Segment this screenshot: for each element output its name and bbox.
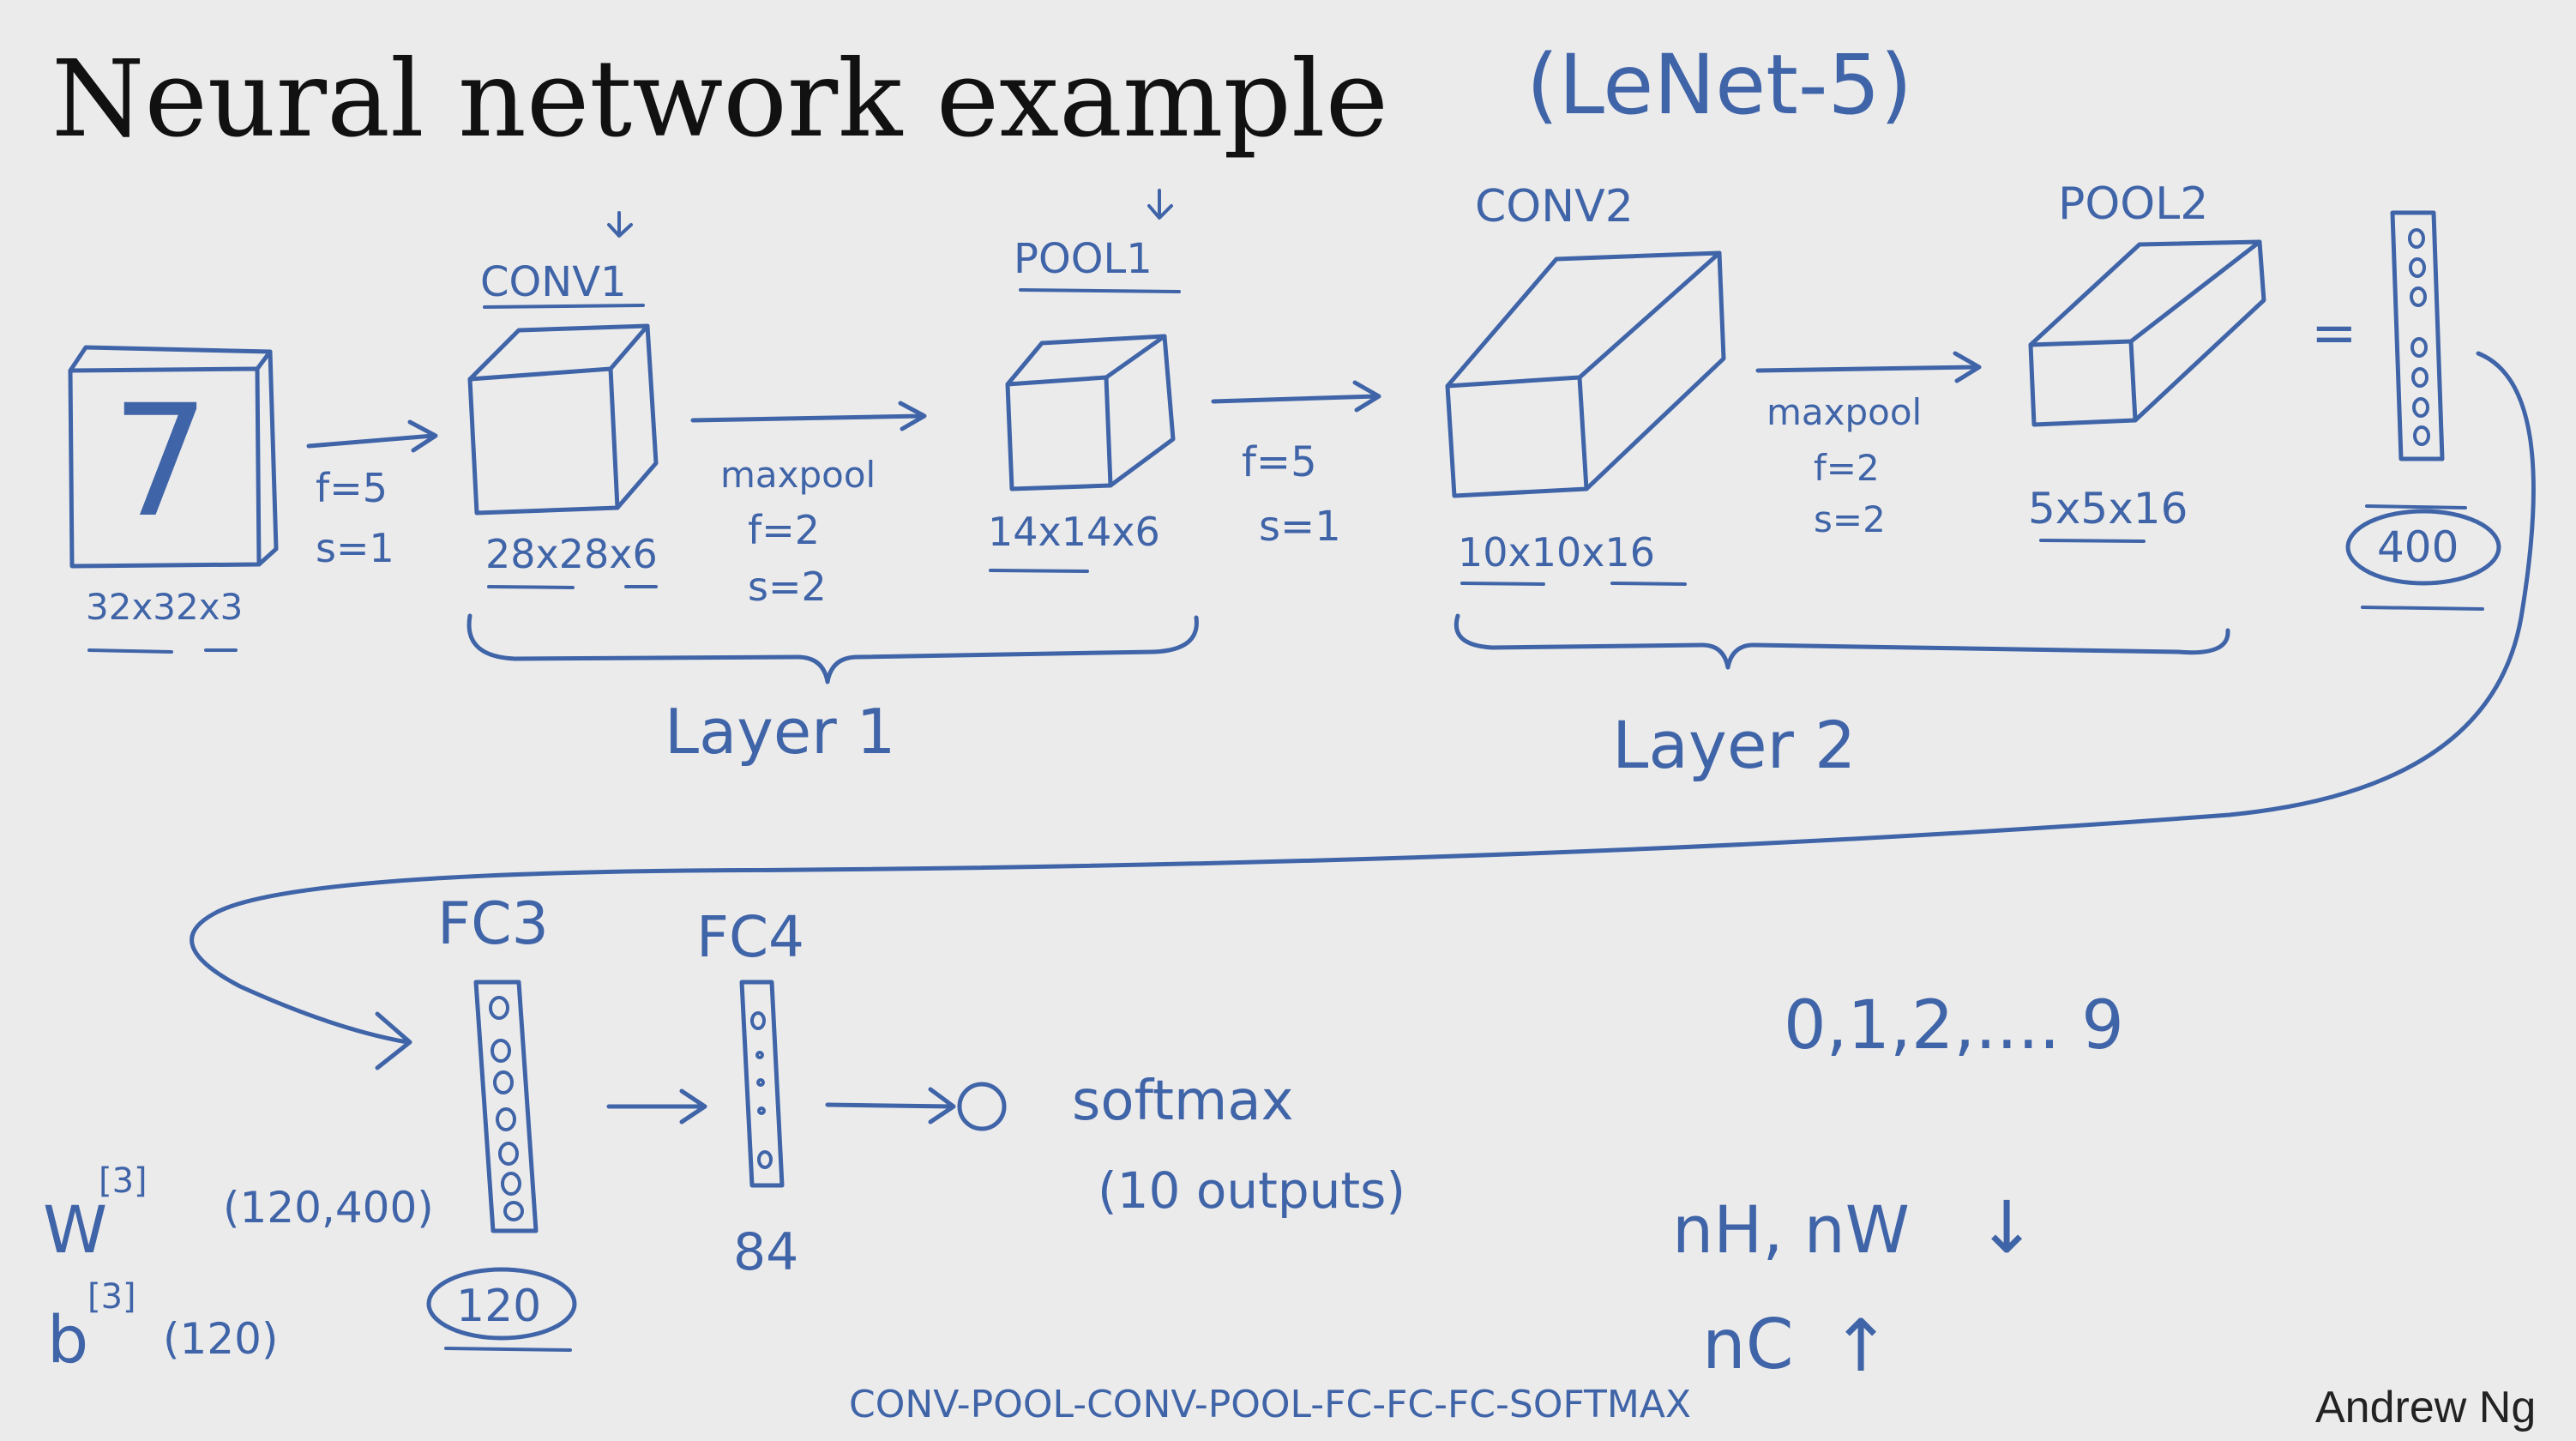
conv1-stride-param: s=1 <box>316 525 394 571</box>
pool1-filter-param: f=2 <box>748 507 820 553</box>
input-size-label: 32x32x3 <box>86 586 243 628</box>
trend-up-arrow: ↑ <box>1831 1304 1891 1388</box>
arrow-fc4-to-output <box>825 1087 956 1124</box>
arrow-fc3-to-fc4 <box>606 1088 707 1124</box>
pool2-maxpool-label: maxpool <box>1766 391 1922 433</box>
layer2-brace <box>1454 613 2230 670</box>
arrow-conv2-to-pool2 <box>1755 351 1982 383</box>
conv1-filter-param: f=5 <box>316 465 388 511</box>
input-image-box <box>68 345 279 569</box>
pool1-maxpool-label: maxpool <box>720 454 876 496</box>
trend-down-arrow: ↓ <box>1977 1185 2037 1269</box>
flatten-vector-underline <box>2365 504 2467 509</box>
arrow-conv1-to-pool1 <box>690 401 927 431</box>
pool2-label: POOL2 <box>2058 178 2208 230</box>
arrow-flatten-to-fc3 <box>190 351 2536 1070</box>
conv2-size-underline <box>1460 582 1687 586</box>
pool1-label-underline <box>1019 189 1181 293</box>
fc3-size-label: 120 <box>456 1281 541 1332</box>
conv2-volume <box>1445 250 1726 498</box>
fc3-vector <box>473 980 539 1233</box>
flatten-equals: = <box>2311 302 2357 365</box>
pool1-stride-param: s=2 <box>748 564 827 610</box>
fc4-label: FC4 <box>696 904 804 970</box>
output-classes-label: 0,1,2,.... 9 <box>1784 987 2124 1064</box>
pool1-size-label: 14x14x6 <box>988 509 1160 555</box>
conv1-volume <box>467 323 659 516</box>
arrow-pool1-to-conv2 <box>1211 380 1381 413</box>
author-credit: Andrew Ng <box>2315 1383 2536 1432</box>
fc3-size-circle <box>426 1267 577 1341</box>
pool1-label: POOL1 <box>1014 235 1153 283</box>
input-digit: 7 <box>111 372 210 552</box>
conv2-label: CONV2 <box>1475 181 1634 232</box>
fc3-bias-symbol: b <box>47 1301 88 1378</box>
output-node <box>957 1082 1007 1131</box>
conv2-filter-param: f=5 <box>1242 438 1317 486</box>
conv1-size-label: 28x28x6 <box>485 531 658 577</box>
flatten-size-underline <box>2361 606 2484 611</box>
conv1-label-underline <box>483 211 645 309</box>
layer1-brace <box>466 613 1199 684</box>
pool2-filter-param: f=2 <box>1814 447 1880 489</box>
layer2-label: Layer 2 <box>1612 707 1856 783</box>
fc3-bias-shape: (120) <box>163 1314 278 1364</box>
arrow-input-to-conv1 <box>306 419 438 453</box>
fc3-weight-shape: (120,400) <box>223 1183 434 1233</box>
conv1-size-underline <box>487 585 658 589</box>
fc3-weight-superscript: [3] <box>99 1161 147 1201</box>
output-softmax-label: softmax <box>1072 1070 1293 1133</box>
conv2-stride-param: s=1 <box>1259 503 1341 551</box>
pool1-volume <box>1005 334 1176 491</box>
pool2-stride-param: s=2 <box>1814 498 1886 540</box>
page-title: Neural network example <box>51 38 1388 161</box>
trend-height-width: nH, nW <box>1672 1191 1910 1268</box>
pool2-volume <box>2028 239 2266 427</box>
conv2-size-label: 10x10x16 <box>1458 529 1655 576</box>
flatten-size-label: 400 <box>2377 522 2459 572</box>
title-subtitle: (LeNet-5) <box>1526 37 1912 133</box>
fc3-weight-symbol: W <box>43 1191 107 1268</box>
input-size-underline <box>87 648 238 654</box>
fc3-label: FC3 <box>437 890 549 958</box>
flatten-size-circle <box>2345 509 2501 586</box>
pool1-size-underline <box>989 569 1089 573</box>
output-count-label: (10 outputs) <box>1098 1161 1405 1220</box>
fc4-vector <box>739 980 785 1188</box>
fc4-size-label: 84 <box>733 1222 798 1282</box>
fc3-bias-superscript: [3] <box>87 1277 136 1317</box>
architecture-summary: CONV-POOL-CONV-POOL-FC-FC-FC-SOFTMAX <box>849 1383 1691 1426</box>
pool2-size-underline <box>2039 539 2146 543</box>
conv1-label: CONV1 <box>480 258 627 306</box>
layer1-label: Layer 1 <box>665 696 895 768</box>
fc3-size-underline <box>444 1347 572 1352</box>
flatten-vector <box>2390 210 2445 461</box>
pool2-size-label: 5x5x16 <box>2028 484 2188 534</box>
trend-channels: nC <box>1702 1305 1794 1384</box>
